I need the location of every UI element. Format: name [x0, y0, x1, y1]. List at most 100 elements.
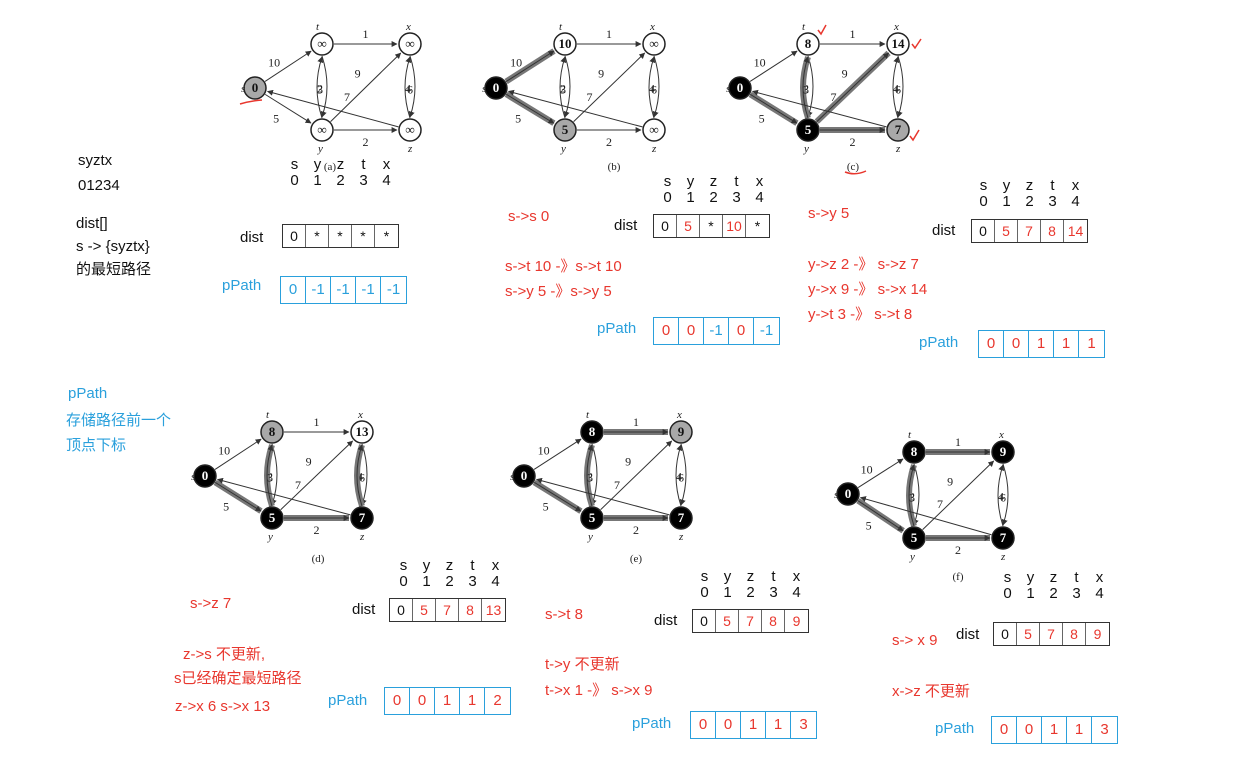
dist-cell: 14: [1067, 223, 1084, 239]
edge-z_x: [675, 444, 683, 507]
node-name-t: t: [316, 21, 320, 33]
node-name-t: t: [908, 429, 912, 441]
header-index: 3: [1048, 193, 1057, 210]
dist-cell: 13: [485, 602, 502, 618]
node-name-z: z: [895, 143, 901, 155]
node-value-t: 8: [805, 36, 812, 51]
header-name: x: [755, 173, 764, 190]
header-name: z: [746, 568, 755, 585]
ppath-desc-line2: 顶点下标: [66, 437, 127, 454]
graph-caption: (d): [312, 553, 325, 565]
header-index: 0: [979, 193, 988, 210]
header-index: 2: [1025, 193, 1034, 210]
edge-s_t: [505, 50, 555, 82]
dist-cell: 8: [762, 610, 785, 632]
header-name: y: [686, 173, 695, 190]
node-value-y: 5: [269, 510, 276, 525]
node-name-s: s: [726, 83, 730, 95]
edge-y_t: [266, 444, 274, 507]
header-index: 1: [1026, 585, 1035, 602]
edge-z_x: [997, 464, 1005, 527]
edge-weight-y_z: 2: [363, 135, 369, 149]
edge-weight-t_y: 2: [560, 82, 566, 96]
dist-cell: 0: [283, 225, 306, 247]
header-name: z: [1025, 177, 1034, 194]
header-name: y: [1002, 177, 1011, 194]
node-name-s: s: [834, 489, 838, 501]
node-s: [512, 464, 536, 488]
edge-weight-s_y: 5: [866, 519, 872, 533]
edge-x_z: [679, 443, 687, 506]
node-x: [991, 440, 1015, 464]
header-name: x: [1071, 177, 1080, 194]
node-name-t: t: [559, 21, 563, 33]
edge-weight-x_z: 4: [405, 82, 411, 96]
edge-weight-x_z: 4: [649, 82, 655, 96]
edge-weight-t_x: 1: [363, 27, 369, 41]
dist-cell: 7: [1018, 220, 1041, 242]
edge-weight-t_x: 1: [850, 27, 856, 41]
dist-cell: *: [383, 228, 390, 244]
header-index: 2: [709, 189, 718, 206]
node-name-z: z: [407, 143, 413, 155]
header-index: 1: [686, 189, 695, 206]
ppath-cell: 0: [281, 277, 306, 303]
header-name: z: [336, 156, 345, 173]
node-value-y: 5: [805, 122, 812, 137]
edge-y_x: [280, 440, 354, 511]
edge-weight-t_x: 1: [955, 435, 961, 449]
edge-y_t: [802, 56, 810, 119]
dist-cell: 0: [972, 220, 995, 242]
edge-weight-z_s: 7: [586, 90, 592, 104]
header-name: s: [1003, 569, 1012, 586]
edge-weight-s_y: 5: [223, 500, 229, 514]
ppath-cell: -1: [331, 277, 356, 303]
vertex-index-label: 01234: [78, 177, 120, 194]
edge-t_y: [320, 55, 328, 118]
ppath-cell: -1: [704, 318, 729, 344]
node-z: [991, 526, 1015, 550]
edge-weight-z_s: 7: [937, 497, 943, 511]
header-index: 4: [1071, 193, 1080, 210]
edge-z_x: [356, 444, 364, 507]
node-name-y: y: [317, 143, 323, 155]
step-note: t->y 不更新: [545, 656, 620, 673]
step-note: z->x 6 s->x 13: [175, 698, 271, 715]
dist-cell: 7: [739, 610, 762, 632]
ppath-cell: 0: [385, 688, 410, 714]
header-name: s: [979, 177, 988, 194]
node-s: [484, 76, 508, 100]
edge-weight-z_s: 7: [295, 478, 301, 492]
ppath-cell: -1: [386, 281, 401, 298]
ppath-label: pPath: [328, 692, 368, 709]
header-name: t: [771, 568, 776, 585]
ppath-cell: 0: [729, 318, 754, 344]
node-x: [669, 420, 693, 444]
dist-label: dist: [956, 626, 980, 643]
dist-cell: *: [700, 215, 723, 237]
edge-z_x: [892, 56, 900, 119]
node-name-t: t: [266, 409, 270, 421]
edge-weight-s_t: 10: [510, 55, 522, 69]
node-y: [260, 506, 284, 530]
dist-cell: 9: [1093, 626, 1102, 642]
header-name: x: [792, 568, 801, 585]
node-y: [580, 506, 604, 530]
node-t: [553, 32, 577, 56]
dist-cell: 0: [654, 215, 677, 237]
edge-weight-z_x: 6: [895, 83, 901, 97]
header-name: z: [1049, 569, 1058, 586]
header-index: 0: [700, 584, 709, 601]
step-note: s已经确定最短路径: [174, 670, 302, 687]
edge-weight-s_y: 5: [543, 500, 549, 514]
